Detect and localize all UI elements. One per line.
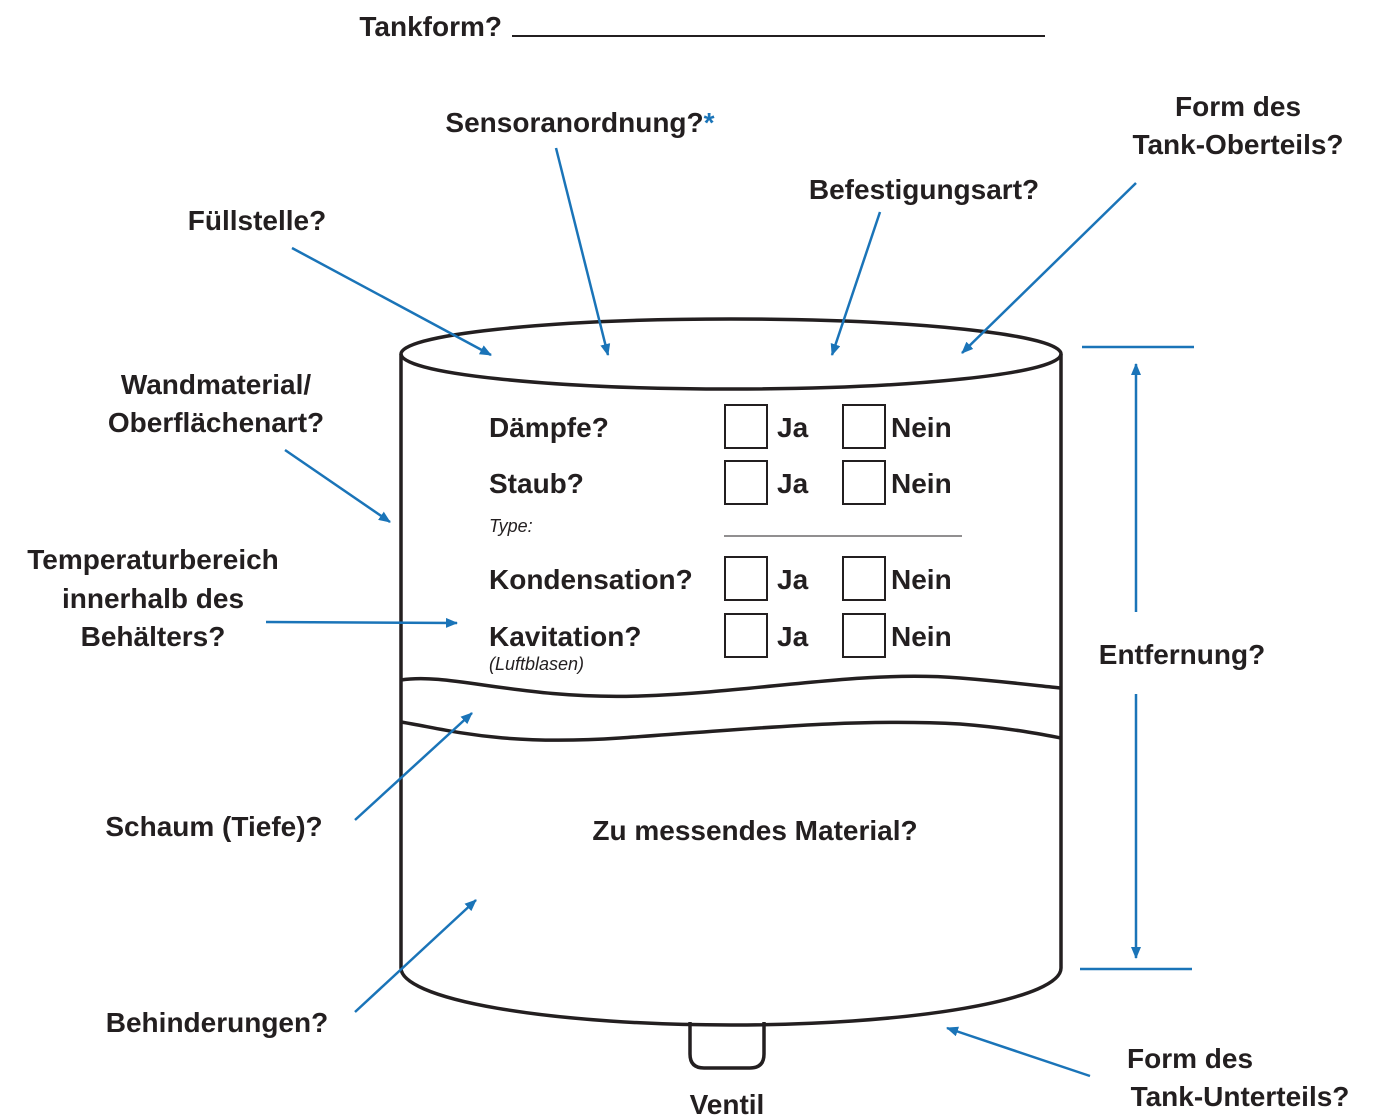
sensor-arrangement-label: Sensoranordnung?* <box>445 107 714 138</box>
top-shape-arrow <box>961 182 1137 354</box>
mounting-arrow <box>830 211 882 356</box>
valve-label: Ventil <box>690 1089 765 1115</box>
temperature-arrow <box>265 617 458 628</box>
tank-outline <box>399 317 1063 1070</box>
tank-top-ellipse <box>399 317 1063 391</box>
dust-yes-checkbox[interactable] <box>724 460 768 505</box>
temperature-label-line3: Behälters? <box>81 621 226 652</box>
temperature-label-line1: Temperaturbereich <box>27 544 279 575</box>
condensation-no-checkbox[interactable] <box>842 556 886 601</box>
tank-shape-label: Tankform? <box>359 11 502 42</box>
condensation-yes-label: Ja <box>777 564 809 595</box>
liquid-surface-bottom-wave <box>400 720 1062 742</box>
bottom-shape-arrow <box>946 1026 1091 1078</box>
condensation-no-label: Nein <box>891 564 952 595</box>
cavitation-label: Kavitation? <box>489 621 641 652</box>
dust-no-checkbox[interactable] <box>842 460 886 505</box>
distance-label: Entfernung? <box>1099 639 1265 670</box>
distance-dimension <box>1080 345 1194 971</box>
foam-arrow <box>354 712 473 821</box>
fill-point-label: Füllstelle? <box>188 205 326 236</box>
vapors-yes-label: Ja <box>777 412 809 443</box>
cavitation-yes-label: Ja <box>777 621 809 652</box>
condensation-label: Kondensation? <box>489 564 693 595</box>
wall-material-label-line1: Wandmaterial/ <box>121 369 312 400</box>
cavitation-no-checkbox[interactable] <box>842 613 886 658</box>
conditions-checklist: Dämpfe? Ja Nein Staub? Ja Nein Type: Kon… <box>489 404 962 674</box>
foam-depth-label: Schaum (Tiefe)? <box>105 811 322 842</box>
top-shape-label-line2: Tank-Oberteils? <box>1132 129 1343 160</box>
dust-type-label: Type: <box>489 516 533 536</box>
sensor-arrow <box>554 147 611 356</box>
cavitation-yes-checkbox[interactable] <box>724 613 768 658</box>
obstructions-arrow <box>354 899 477 1013</box>
vapors-yes-checkbox[interactable] <box>724 404 768 449</box>
temperature-label-line2: innerhalb des <box>62 583 244 614</box>
condensation-yes-checkbox[interactable] <box>724 556 768 601</box>
wall-material-arrow <box>284 448 391 524</box>
measured-material-label: Zu messendes Material? <box>592 815 917 846</box>
wall-material-label-line2: Oberflächenart? <box>108 407 324 438</box>
bottom-shape-label-line1: Form des <box>1127 1043 1253 1074</box>
top-shape-label-line1: Form des <box>1175 91 1301 122</box>
cavitation-note: (Luftblasen) <box>489 654 584 674</box>
vapors-no-label: Nein <box>891 412 952 443</box>
condensation-row: Kondensation? Ja Nein <box>489 556 952 601</box>
cavitation-row: Kavitation? (Luftblasen) Ja Nein <box>489 613 952 674</box>
dust-label: Staub? <box>489 468 584 499</box>
mounting-type-label: Befestigungsart? <box>809 174 1039 205</box>
valve-outlet <box>688 1022 766 1070</box>
tank-bottom-curve <box>399 967 1063 1027</box>
dust-row: Staub? Ja Nein <box>489 460 952 505</box>
cavitation-no-label: Nein <box>891 621 952 652</box>
vapors-row: Dämpfe? Ja Nein <box>489 404 952 449</box>
bottom-shape-label-line2: Tank-Unterteils? <box>1131 1081 1350 1112</box>
obstructions-label: Behinderungen? <box>106 1007 328 1038</box>
dust-no-label: Nein <box>891 468 952 499</box>
fill-point-arrow <box>291 246 492 357</box>
dust-yes-label: Ja <box>777 468 809 499</box>
vapors-label: Dämpfe? <box>489 412 609 443</box>
liquid-surface-top-wave <box>400 674 1062 699</box>
vapors-no-checkbox[interactable] <box>842 404 886 449</box>
